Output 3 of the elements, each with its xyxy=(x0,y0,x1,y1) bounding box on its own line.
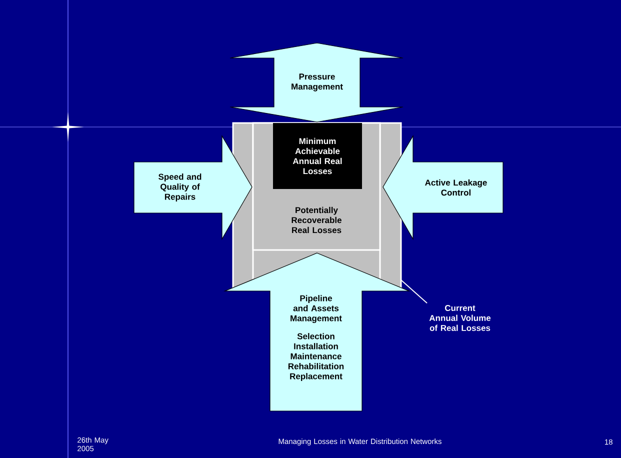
leader-line xyxy=(400,280,428,304)
text-box: Minimum Achievable Annual Real Losses xyxy=(273,123,362,189)
callout-text: Current Annual Volume of Real Losses xyxy=(429,305,491,331)
